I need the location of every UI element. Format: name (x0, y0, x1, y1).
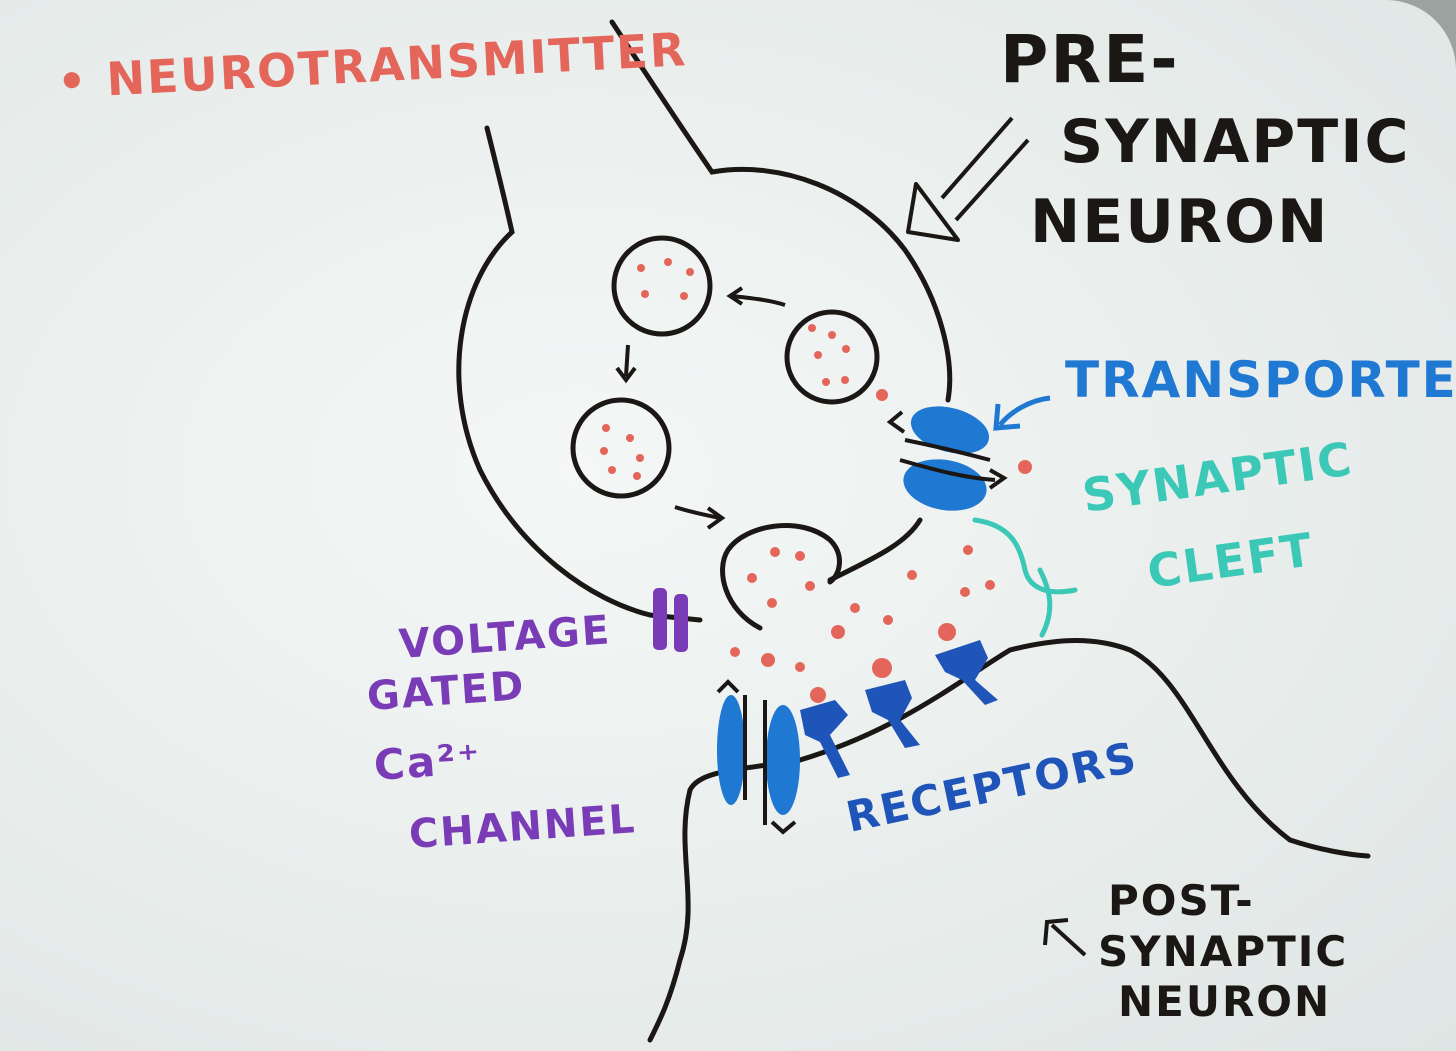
presynaptic-neuron-outline (609, 19, 953, 403)
postsynaptic-neuron-outline-left (647, 647, 1013, 1043)
synaptic-cleft-brace (972, 517, 1078, 638)
postsynaptic-ion-channel-left (717, 695, 745, 805)
receptor (935, 640, 998, 705)
ca-channel-left (653, 588, 667, 650)
receptor (865, 680, 920, 748)
transporter-arrow-head (886, 410, 906, 434)
cycle-arrow (674, 505, 721, 520)
cycle-arrow-head (706, 506, 726, 530)
fusing-vesicle (720, 523, 842, 631)
ion-channel-arrow-head (716, 679, 740, 694)
presynaptic-pointer-arrowhead (906, 182, 960, 242)
cycle-arrow (624, 344, 630, 377)
voltage-gated-label-line2: GATED (365, 663, 526, 720)
cycle-arrow (731, 294, 786, 307)
transporter-label: TRANSPORTER (1065, 351, 1456, 409)
ion-channel-arrow (743, 695, 767, 825)
postsynaptic-label-line1: POST- (1108, 876, 1255, 925)
postsynaptic-label-line2: SYNAPTIC (1098, 927, 1348, 976)
vesicle (611, 235, 713, 337)
transporter-bottom (903, 459, 987, 511)
presynaptic-label-line3: NEURON (1030, 187, 1329, 257)
postsynaptic-neuron-outline (1007, 638, 1371, 859)
synaptic-cleft-label-line1: SYNAPTIC (1079, 431, 1356, 522)
transporter-arrows (899, 438, 996, 482)
voltage-gated-label-line3: Ca²⁺ (372, 734, 483, 790)
vesicle (784, 309, 880, 405)
ion-channel-arrow-head (770, 820, 797, 835)
receptors-label: RECEPTORS (842, 732, 1142, 842)
presynaptic-label-line2: SYNAPTIC (1060, 107, 1411, 177)
neurotransmitter-legend: • NEUROTRANSMITTER (56, 22, 689, 109)
postsynaptic-pointer-arrow (1043, 918, 1087, 957)
presynaptic-neuron-outline-bottom (827, 517, 923, 583)
postsynaptic-label-line3: NEURON (1118, 977, 1331, 1026)
transporter-pointer-arrow (998, 395, 1051, 427)
voltage-gated-label-line1: VOLTAGE (397, 607, 612, 668)
presynaptic-pointer-arrow (940, 116, 1030, 222)
ca-channel-right (674, 594, 688, 652)
cycle-arrow-head (615, 366, 637, 384)
presynaptic-label-line1: PRE- (1000, 21, 1180, 98)
cycle-arrow-head (726, 286, 744, 306)
receptor (800, 700, 850, 778)
transporter-top (910, 406, 990, 454)
voltage-gated-label-line4: CHANNEL (407, 796, 637, 858)
presynaptic-neuron-outline-left (456, 125, 703, 623)
transporter-pointer-arrowhead (993, 403, 1021, 431)
neurotransmitter-dots (600, 258, 1032, 703)
postsynaptic-ion-channel-right (766, 705, 800, 815)
transporter-arrow-head (988, 468, 1008, 490)
synaptic-cleft-label-line2: CLEFT (1144, 522, 1317, 599)
vesicle (570, 397, 672, 499)
